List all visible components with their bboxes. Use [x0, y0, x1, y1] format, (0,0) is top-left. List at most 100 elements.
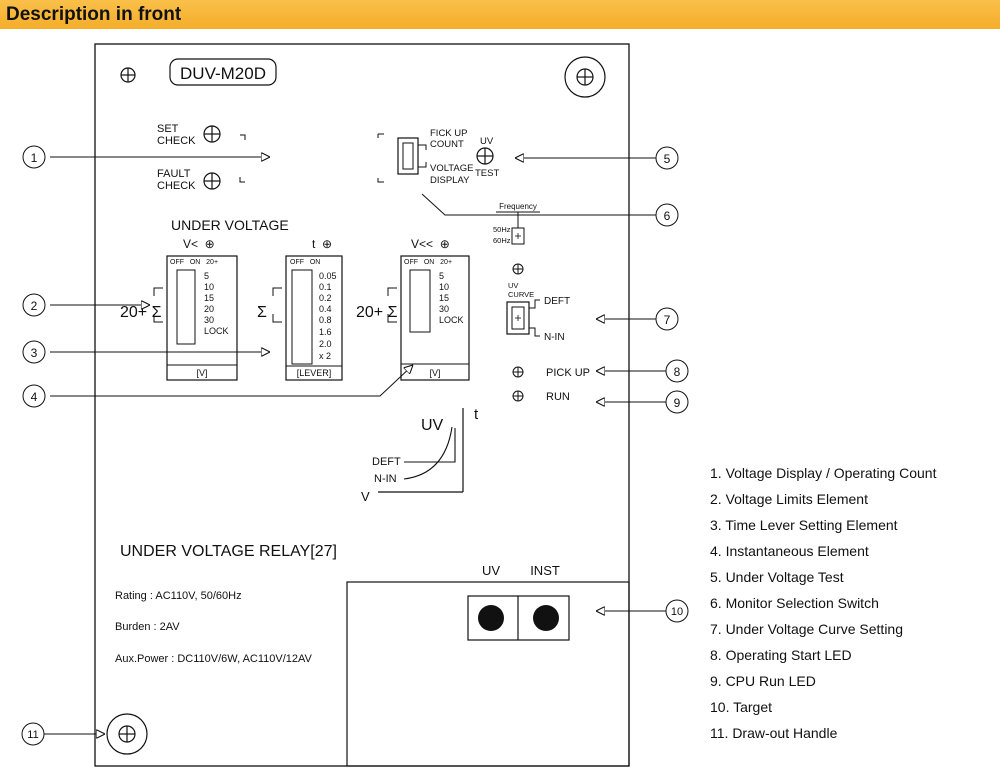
- graph-uv-label: UV: [421, 417, 444, 434]
- svg-text:11: 11: [27, 729, 38, 741]
- switch1-value: LOCK: [204, 326, 229, 336]
- voltage-limits-dip-switch[interactable]: [166, 255, 238, 381]
- leader-line-6: [421, 193, 656, 216]
- pick-up-label: PICK UP: [546, 367, 590, 379]
- monitor-top-label-2: COUNT: [430, 139, 464, 150]
- switch1-prefix: 20+ Σ: [120, 304, 162, 321]
- callout-marker: 2: [22, 293, 46, 317]
- mount-screw-icon: [564, 56, 606, 98]
- legend-item: 11. Draw-out Handle: [710, 725, 838, 741]
- legend-item: 2. Voltage Limits Element: [710, 491, 868, 507]
- switch3-offon: OFF ON 20+: [404, 259, 452, 266]
- callout-marker: 6: [655, 203, 679, 227]
- switch3-value: 5: [439, 271, 444, 281]
- run-label: RUN: [546, 391, 570, 403]
- frequency-50hz: 50Hz: [493, 225, 511, 234]
- legend-item: 6. Monitor Selection Switch: [710, 595, 879, 611]
- switch2-value: 0.05: [319, 271, 337, 281]
- switch2-prefix: Σ: [257, 304, 267, 321]
- pick-up-led-icon: [512, 366, 524, 378]
- switch3-value: 10: [439, 282, 449, 292]
- header-banner: Description in front: [0, 0, 1000, 29]
- target-inst-led-icon: [533, 605, 559, 631]
- switch2-offon: OFF ON: [290, 259, 320, 266]
- svg-text:8: 8: [674, 365, 681, 379]
- callout-marker: 10: [665, 599, 689, 623]
- svg-text:6: 6: [664, 209, 671, 223]
- set-check-button-icon[interactable]: [203, 125, 221, 143]
- switch2-value: 0.4: [319, 304, 332, 314]
- svg-text:7: 7: [664, 313, 671, 327]
- relay-title: UNDER VOLTAGE RELAY[27]: [120, 543, 337, 560]
- graph-v-label: V: [361, 489, 370, 504]
- callout-marker: 8: [665, 359, 689, 383]
- switch1-unit: [V]: [196, 368, 207, 378]
- uv-characteristic-graph: [378, 408, 464, 493]
- graph-deft-label: DEFT: [372, 456, 401, 468]
- model-label-box: [169, 58, 277, 86]
- switch1-value: 30: [204, 315, 214, 325]
- spec-burden: Burden : 2AV: [115, 621, 180, 633]
- page-title: Description in front: [6, 4, 182, 25]
- switch3-value: 30: [439, 304, 449, 314]
- run-led-icon: [512, 390, 524, 402]
- target-uv-label: UV: [482, 563, 500, 578]
- callout-marker: 3: [22, 340, 46, 364]
- spec-aux-power: Aux.Power : DC110V/6W, AC110V/12AV: [115, 653, 313, 665]
- monitor-selection-switch[interactable]: [397, 137, 419, 175]
- callout-marker: 4: [22, 384, 46, 408]
- fault-check-label-1: FAULT: [157, 168, 191, 180]
- callout-marker: 1: [22, 145, 46, 169]
- instantaneous-dip-switch[interactable]: [400, 255, 470, 381]
- frequency-switch[interactable]: [511, 227, 525, 245]
- frequency-60hz: 60Hz: [493, 236, 511, 245]
- uv-curve-deft: DEFT: [544, 296, 570, 307]
- set-check-label-1: SET: [157, 123, 179, 135]
- legend-item: 7. Under Voltage Curve Setting: [710, 621, 904, 637]
- target-uv-led-icon: [478, 605, 504, 631]
- switch3-prefix: 20+ Σ: [356, 304, 398, 321]
- switch2-value: 0.1: [319, 282, 332, 292]
- draw-out-handle-icon[interactable]: [106, 713, 148, 755]
- legend-item: 5. Under Voltage Test: [710, 569, 844, 585]
- monitor-bottom-label-2: DISPLAY: [430, 175, 470, 186]
- uv-curve-switch[interactable]: [506, 301, 530, 335]
- switch3-header: V<< ⊕: [411, 237, 450, 251]
- uv-test-button-icon[interactable]: [476, 147, 494, 165]
- target-section: [346, 581, 630, 767]
- switch1-value: 15: [204, 293, 214, 303]
- graph-t-label: t: [474, 406, 479, 423]
- switch3-unit: [V]: [429, 368, 440, 378]
- legend-item: 8. Operating Start LED: [710, 647, 852, 663]
- time-lever-dip-switch[interactable]: [285, 255, 343, 381]
- switch2-value: 1.6: [319, 327, 332, 337]
- switch2-value: x 2: [319, 351, 331, 361]
- uv-curve-label-1: UV: [508, 281, 518, 290]
- uv-test-label-1: UV: [480, 136, 494, 147]
- switch1-header: V< ⊕: [183, 237, 215, 251]
- legend-item: 1. Voltage Display / Operating Count: [710, 465, 937, 481]
- svg-text:10: 10: [671, 606, 683, 618]
- callout-marker: 11: [21, 722, 45, 746]
- switch2-header: t ⊕: [312, 237, 332, 251]
- legend-item: 10. Target: [710, 699, 773, 715]
- switch2-value: 0.8: [319, 315, 332, 325]
- model-label: DUV-M20D: [180, 64, 266, 83]
- target-inst-label: INST: [530, 563, 560, 578]
- screw-icon: [120, 67, 136, 83]
- switch1-value: 10: [204, 282, 214, 292]
- fault-check-button-icon[interactable]: [203, 172, 221, 190]
- fault-check-label-2: CHECK: [157, 180, 196, 192]
- leader-line-4: [50, 365, 413, 397]
- svg-text:4: 4: [31, 390, 38, 404]
- monitor-bottom-label-1: VOLTAGE: [430, 163, 473, 174]
- switch3-value: LOCK: [439, 315, 464, 325]
- frequency-title: Frequency: [499, 202, 537, 211]
- callout-marker: 7: [655, 307, 679, 331]
- uv-curve-label-2: CURVE: [508, 290, 534, 299]
- set-check-label-2: CHECK: [157, 135, 196, 147]
- svg-text:5: 5: [664, 152, 671, 166]
- under-voltage-title: UNDER VOLTAGE: [171, 217, 289, 233]
- legend-item: 3. Time Lever Setting Element: [710, 517, 898, 533]
